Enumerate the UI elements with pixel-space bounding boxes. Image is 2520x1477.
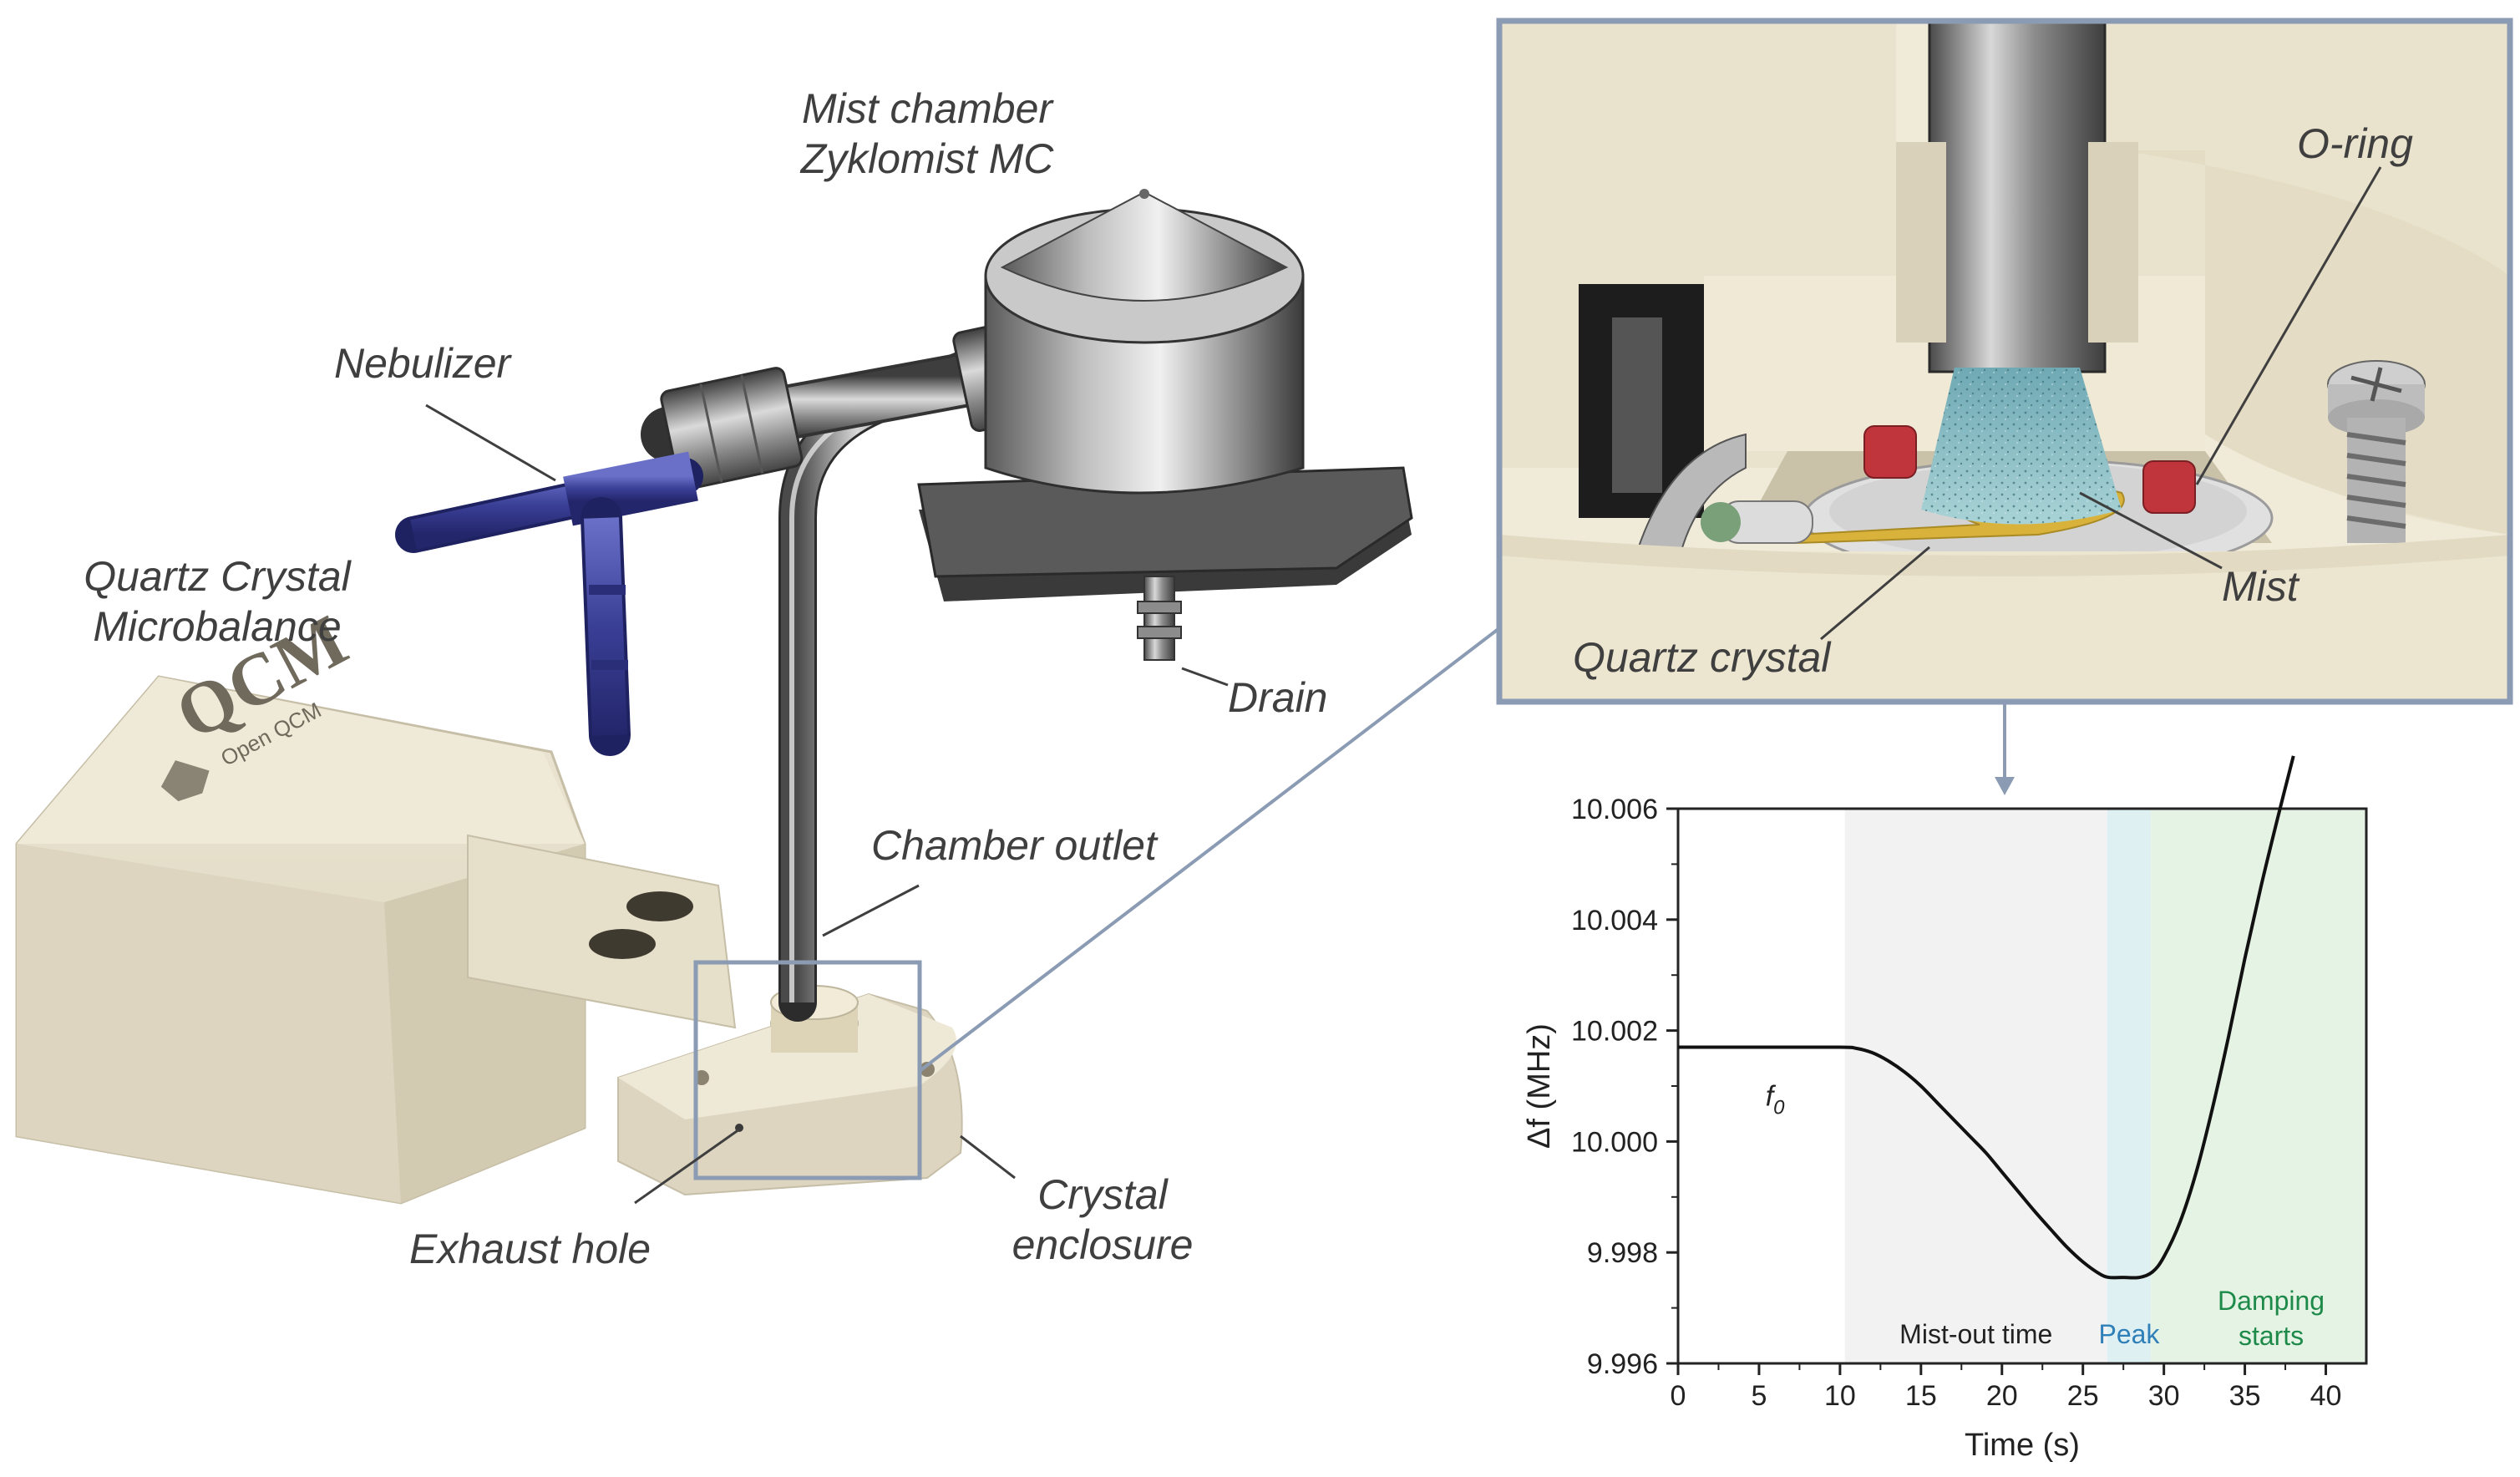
x-tick-label: 40 [2310,1380,2342,1412]
y-tick-label: 10.002 [1571,1016,1658,1048]
drain-port [1137,576,1182,661]
y-tick-label: 10.004 [1571,905,1658,936]
label-mist-chamber-line1: Mist chamber [801,85,1053,132]
frequency-chart: 0 5 10 15 20 25 30 35 40 9.996 9.998 10.000 10.002 10… [1522,755,2368,1463]
f0-annotation: f0 [1766,1081,1785,1119]
leader-lines [425,404,1229,1205]
label-mist-chamber-line2: Zyklomist MC [800,135,1054,182]
y-tick-label: 9.996 [1587,1348,1658,1380]
inset-frame [1496,18,2513,705]
label-qcm: Quartz Crystal Microbalance [58,551,376,652]
x-axis-label: Time (s) [1965,1428,2080,1463]
frequency-series-line [1677,755,2295,1280]
x-tick-label: 15 [1905,1380,1937,1412]
label-qcm-line1: Quartz Crystal [84,553,351,600]
region-label-peak: Peak [2098,1319,2160,1349]
label-drain: Drain [1228,674,1328,721]
label-qcm-line2: Microbalance [93,603,342,650]
y-tick-label: 10.000 [1571,1126,1658,1158]
label-chamber-outlet: Chamber outlet [871,822,1157,869]
nebulizer [395,451,703,756]
fitting-nut [660,367,804,491]
inset-o-ring [1863,425,1917,479]
label-crystal-enclosure-line2: enclosure [1012,1221,1194,1268]
region-label-damping-line2: starts [2239,1321,2304,1351]
zoom-connector-line [918,627,1501,1073]
y-axis-label: Δf (MHz) [1522,1023,1557,1149]
x-tick-label: 25 [2067,1380,2099,1412]
label-nebulizer: Nebulizer [334,340,511,387]
label-exhaust-hole: Exhaust hole [409,1226,652,1272]
y-tick-label: 10.006 [1571,794,1658,825]
x-tick-label: 10 [1824,1380,1856,1412]
inset-screw [2327,360,2426,543]
mounting-hole [626,891,693,921]
cross-section-inset [1496,18,2513,705]
x-tick-label: 5 [1751,1380,1767,1412]
label-quartz-crystal: Quartz crystal [1573,634,1831,681]
x-tick-label: 20 [1986,1380,2018,1412]
label-o-ring: O-ring [2297,120,2413,167]
region-label-damping-line1: Damping [2218,1286,2325,1316]
mist-chamber [917,189,1413,661]
inset-outlet-tube [1928,21,2107,373]
label-crystal-enclosure: Crystal enclosure [986,1170,1219,1270]
screw-hole [920,1062,935,1077]
region-label-mist-out: Mist-out time [1899,1319,2052,1349]
chart-region [2107,809,2152,1363]
label-mist-chamber: Mist chamber Zyklomist MC [752,84,1103,184]
chart-region [1844,809,2107,1363]
inset-o-ring [2142,460,2196,514]
f0-annotation-subscript: 0 [1773,1097,1785,1119]
y-tick-label: 9.998 [1587,1237,1658,1269]
chamber-outlet-tube [778,348,988,1022]
label-mist: Mist [2222,563,2299,610]
mounting-hole [589,929,656,959]
x-tick-label: 30 [2148,1380,2180,1412]
inset-to-chart-arrow [1995,704,2015,795]
x-tick-label: 35 [2229,1380,2261,1412]
label-crystal-enclosure-line1: Crystal [1037,1171,1168,1218]
x-tick-label: 0 [1671,1380,1686,1412]
